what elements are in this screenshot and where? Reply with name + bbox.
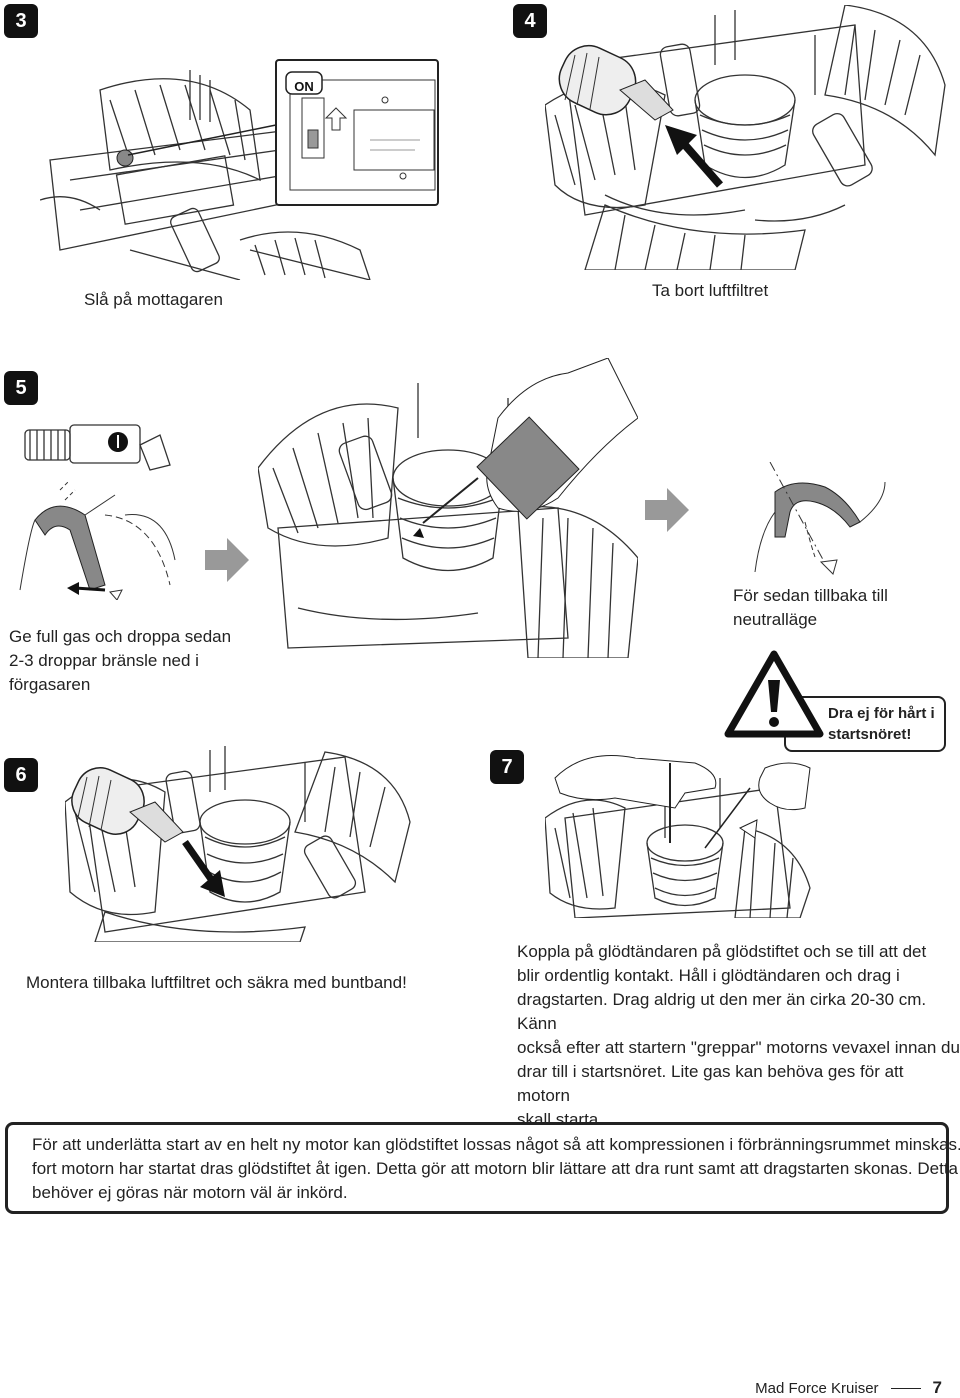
step-4-badge: 4 (513, 4, 547, 38)
note-box: För att underlätta start av en helt ny m… (5, 1122, 960, 1214)
step-7-text: Koppla på glödtändaren på glödstiftet oc… (517, 940, 960, 1132)
arrow-right-icon (205, 538, 249, 582)
note-line: För att underlätta start av en helt ny m… (32, 1135, 960, 1154)
step-4-caption: Ta bort luftfiltret (652, 281, 769, 300)
step-3-illustration (40, 59, 439, 280)
arrow-right-icon-2 (645, 488, 689, 532)
footer-rule (890, 1387, 921, 1389)
page-footer: Mad Force Kruiser 7 (755, 1378, 942, 1398)
caption-line: Ge full gas och droppa sedan (9, 627, 232, 646)
footer-title: Mad Force Kruiser (755, 1379, 879, 1397)
step-3-caption: Slå på mottagaren (84, 290, 223, 309)
step-5-transmitter-left (19, 424, 176, 600)
text-line: blir ordentlig kontakt. Håll i glödtända… (517, 966, 900, 985)
text-line: drar till i startsnöret. Lite gas kan be… (517, 1062, 904, 1105)
note-line: behöver ej göras när motorn väl är inkör… (32, 1183, 348, 1202)
step-5-badge: 5 (4, 371, 38, 405)
step-3-badge: 3 (4, 4, 38, 38)
caption-line: 2-3 droppar bränsle ned i (9, 651, 199, 670)
caption-line: neutralläge (733, 610, 818, 629)
text-line: också efter att startern "greppar" motor… (517, 1038, 960, 1057)
step-4-illustration (545, 5, 946, 270)
warning-line: Dra ej för hårt i (828, 705, 935, 722)
step-6-caption: Montera tillbaka luftfiltret och säkra m… (26, 973, 407, 992)
warning-box: Dra ej för hårt i startsnöret! (784, 696, 946, 752)
step-7-badge: 7 (490, 750, 524, 784)
text-line: Koppla på glödtändaren på glödstiftet oc… (517, 942, 927, 961)
page-number: 7 (932, 1378, 942, 1397)
warning-line: startsnöret! (828, 726, 912, 743)
note-line: fort motorn har startat dras glödstiftet… (32, 1159, 958, 1178)
caption-line: förgasaren (9, 675, 91, 694)
text-line: dragstarten. Drag aldrig ut den mer än c… (517, 990, 927, 1033)
switch-on-label: ON (294, 78, 314, 94)
step-5-caption-left: Ge full gas och droppa sedan 2-3 droppar… (9, 625, 231, 697)
step-6-illustration (65, 746, 411, 942)
step-6-badge: 6 (4, 758, 38, 792)
warning-triangle-icon (724, 650, 824, 738)
step-7-illustration (545, 755, 811, 918)
warning-callout: Dra ej för hårt i startsnöret! (724, 650, 950, 754)
caption-line: För sedan tillbaka till (733, 586, 888, 605)
step-5-caption-right: För sedan tillbaka till neutralläge (733, 584, 888, 632)
step-5-trigger-neutral (754, 462, 886, 575)
step-5-illustration (258, 358, 638, 658)
